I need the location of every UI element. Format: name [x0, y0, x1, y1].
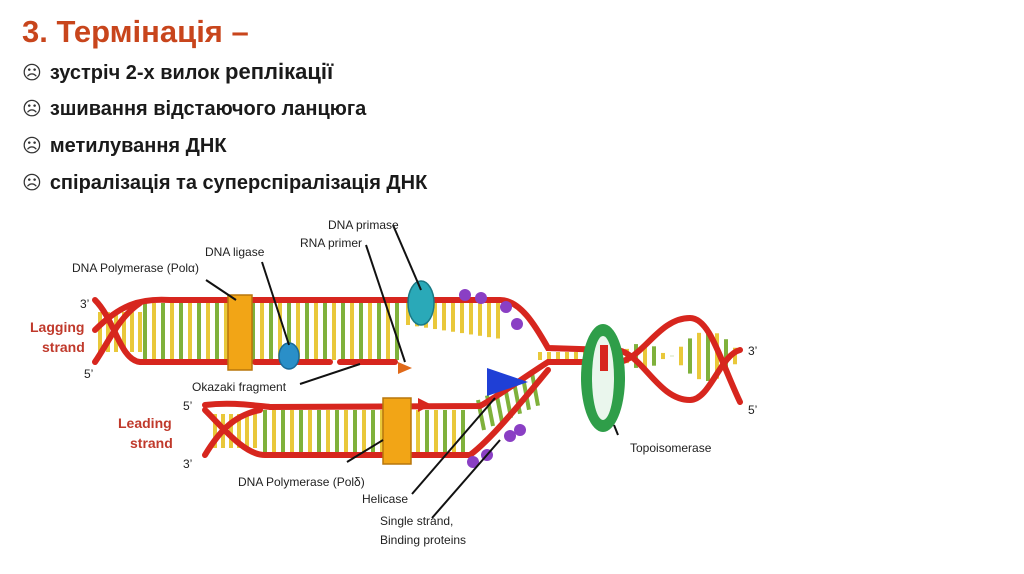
bullet-emphasis: реплікації: [225, 59, 334, 84]
bullet-text: метилування ДНК: [49, 135, 227, 157]
ligase-shape: [278, 342, 300, 370]
leading-direction-arrow: [418, 398, 432, 412]
label-lagging-5prime: 5’: [84, 367, 93, 381]
label-lagging-3prime: 3’: [80, 297, 89, 311]
helicase-shape: [487, 368, 528, 396]
polymerase-alpha-shape: [227, 294, 253, 371]
label-okazaki-fragment: Okazaki fragment: [192, 380, 287, 394]
bullet-item: ☹ метилування ДНК: [22, 132, 427, 169]
topoisomerase-shape: [581, 324, 625, 432]
label-ssb-line1: Single strand,: [380, 514, 453, 528]
label-right-5prime: 5’: [748, 403, 757, 417]
leading-new-strand: [202, 367, 551, 458]
label-leading-line1: Leading: [118, 415, 172, 431]
right-helix-bottom: [607, 314, 743, 405]
bullet-item: ☹ зшивання відстаючого ланцюга: [22, 95, 427, 132]
slide-title: 3. Термінація –: [22, 14, 249, 49]
frown-face-icon: ☹: [22, 172, 42, 194]
frown-face-icon: ☹: [22, 135, 42, 157]
base-pairs: [98, 303, 737, 452]
lagging-helix-crossing: [92, 300, 143, 365]
dna-strands: [92, 296, 743, 458]
frown-face-icon: ☹: [22, 62, 42, 84]
leader-lines: [205, 224, 619, 519]
lagging-parent-strand: [92, 296, 613, 353]
frown-face-icon: ☹: [22, 98, 42, 120]
label-ssb-line2: Binding proteins: [380, 533, 466, 547]
bullet-item: ☹ спіралізація та суперспіралізація ДНК: [22, 169, 427, 206]
label-helicase: Helicase: [362, 492, 408, 506]
label-leading-5prime: 5’: [183, 399, 192, 413]
label-right-3prime: 3’: [748, 344, 757, 358]
label-dna-ligase: DNA ligase: [205, 245, 265, 259]
bullet-text: зшивання відстаючого ланцюга: [49, 98, 367, 120]
label-polymerase-delta: DNA Polymerase (Polδ): [238, 475, 365, 489]
label-polymerase-alpha: DNA Polymerase (Polα): [72, 261, 199, 275]
bullet-item: ☹ зустріч 2-х вилок реплікації: [22, 58, 427, 95]
leading-parent-strand: [202, 359, 613, 411]
lagging-primer-arrow: [398, 362, 412, 374]
label-lagging-line1: Lagging: [30, 319, 84, 335]
label-lagging-line2: strand: [42, 339, 85, 355]
lagging-left-helix: [92, 297, 238, 365]
primase-shape: [407, 280, 435, 326]
bullet-text: зустріч 2-х вилок: [49, 62, 226, 84]
bullet-list: ☹ зустріч 2-х вилок реплікації ☹ зшивання …: [22, 58, 427, 206]
label-topoisomerase: Topoisomerase: [630, 441, 712, 455]
label-leading-line2: strand: [130, 435, 173, 451]
label-rna-primer: RNA primer: [300, 236, 362, 250]
bullet-text: спіралізація та суперспіралізація ДНК: [49, 172, 428, 194]
label-dna-primase: DNA primase: [328, 218, 399, 232]
leading-left-helix: [202, 407, 263, 458]
polymerase-delta-shape: [382, 397, 412, 465]
label-leading-3prime: 3’: [183, 457, 192, 471]
